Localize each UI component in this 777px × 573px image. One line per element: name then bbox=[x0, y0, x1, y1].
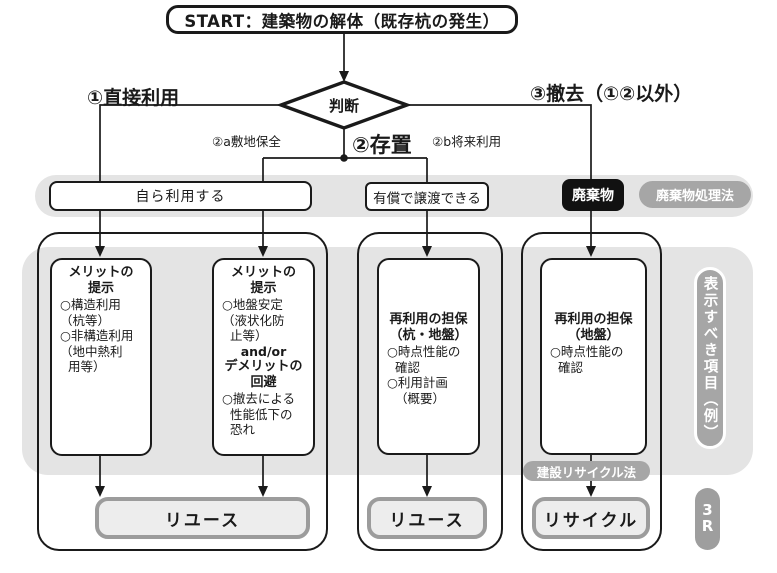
badge-3r: 3 R bbox=[695, 488, 720, 550]
item-box-reuse-guarantee-ground: 再利用の担保 （地盤） ○時点性能の 確認 bbox=[540, 258, 647, 455]
container-paid-transfer bbox=[357, 232, 503, 551]
arrowhead-reuse1-b bbox=[258, 486, 268, 497]
arrowhead-col2 bbox=[258, 246, 268, 257]
item-box-structural-body: ○構造利用 （杭等） ○非構造利用 （地中熱利 用等） bbox=[60, 297, 134, 375]
item-box-reuse-guarantee-pile-body: ○時点性能の 確認 ○利用計画 （概要） bbox=[387, 344, 461, 406]
branch-label-future-use: ②b将来利用 bbox=[432, 134, 502, 149]
item-box-reuse-guarantee-ground-body: ○時点性能の 確認 bbox=[550, 344, 624, 375]
arrowhead-recycle bbox=[586, 486, 596, 497]
decision-label: 判断 bbox=[328, 96, 359, 115]
start-node: START：建築物の解体（既存杭の発生） bbox=[166, 5, 518, 34]
decision-diamond-shape bbox=[276, 80, 412, 130]
reuse-box-2: リユース bbox=[367, 497, 487, 539]
item-box-ground: メリットの 提示 ○地盤安定 （液状化防 止等） and/or デメリットの 回… bbox=[212, 258, 315, 456]
branch-label-removal: ③撤去（①②以外） bbox=[530, 83, 693, 105]
branch-label-site-preserve: ②a敷地保全 bbox=[212, 134, 281, 149]
item-box-reuse-guarantee-ground-header: 再利用の担保 （地盤） bbox=[554, 312, 633, 344]
item-box-ground-header: メリットの 提示 bbox=[230, 265, 296, 297]
waste-box: 廃棄物 bbox=[562, 179, 624, 211]
start-label: START：建築物の解体（既存杭の発生） bbox=[184, 11, 500, 31]
item-box-structural-header: メリットの 提示 bbox=[68, 265, 134, 297]
junction-dot bbox=[340, 154, 348, 162]
self-use-box: 自ら利用する bbox=[49, 181, 312, 211]
arrowhead-reuse1-a bbox=[95, 486, 105, 497]
waste-law-pill: 廃棄物処理法 bbox=[639, 181, 751, 208]
item-box-reuse-guarantee-pile: 再利用の担保 （杭・地盤） ○時点性能の 確認 ○利用計画 （概要） bbox=[377, 258, 480, 455]
branch-label-sonchi: ②存置 bbox=[352, 133, 412, 157]
reuse-box-1: リユース bbox=[95, 497, 310, 539]
container-direct-use bbox=[37, 232, 328, 551]
arrowhead-col4 bbox=[586, 246, 596, 257]
item-box-ground-andor: and/or bbox=[240, 343, 287, 359]
item-box-ground-body: ○地盤安定 （液状化防 止等） bbox=[222, 297, 285, 344]
arrowhead-into-decision bbox=[339, 71, 349, 82]
recycle-box: リサイクル bbox=[532, 497, 650, 539]
item-box-ground-body2: ○撤去による 性能低下の 恐れ bbox=[222, 391, 296, 438]
side-label-capsule: 表示すべき項目（例） bbox=[694, 267, 726, 449]
item-box-reuse-guarantee-pile-header: 再利用の担保 （杭・地盤） bbox=[389, 312, 468, 344]
arrowhead-col1 bbox=[95, 246, 105, 257]
item-box-ground-header2: デメリットの 回避 bbox=[224, 359, 303, 391]
branch-label-direct-use: ①直接利用 bbox=[87, 87, 180, 109]
line-branch-direct bbox=[99, 104, 281, 182]
line-branch-removal bbox=[407, 104, 592, 181]
item-box-structural: メリットの 提示 ○構造利用 （杭等） ○非構造利用 （地中熱利 用等） bbox=[50, 258, 152, 456]
arrowhead-col3 bbox=[422, 246, 432, 257]
paid-transfer-box: 有償で譲渡できる bbox=[365, 182, 489, 211]
recycle-law-pill: 建設リサイクル法 bbox=[523, 461, 650, 481]
container-waste bbox=[521, 232, 662, 551]
arrowhead-reuse2 bbox=[422, 486, 432, 497]
